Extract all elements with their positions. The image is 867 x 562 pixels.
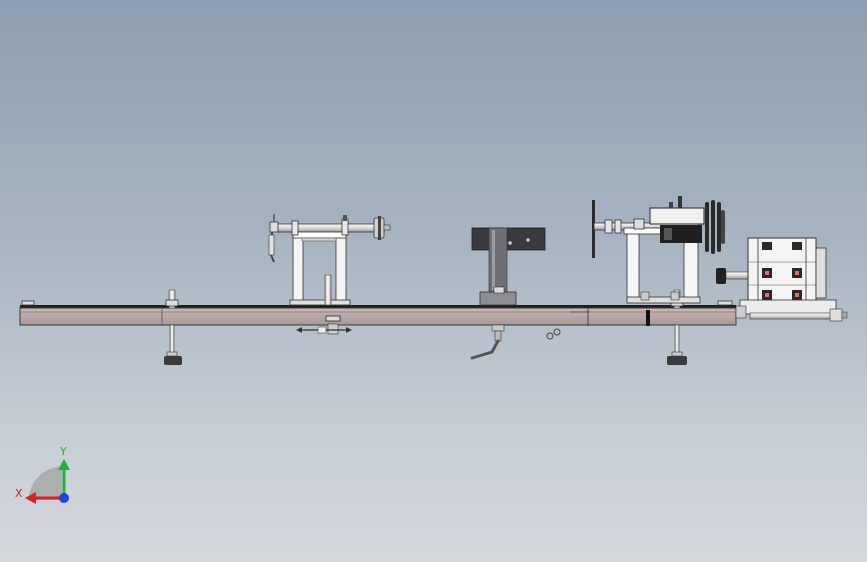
motor[interactable] xyxy=(716,237,848,322)
x-axis-label: X xyxy=(15,487,23,500)
view-triad[interactable]: Y X xyxy=(15,445,70,504)
headstock[interactable] xyxy=(592,196,725,304)
y-axis-head xyxy=(58,459,70,470)
leveling-foot-left[interactable] xyxy=(164,289,182,365)
z-axis-dot xyxy=(59,493,69,503)
tailstock-stand[interactable] xyxy=(268,214,391,306)
slide-clamp[interactable] xyxy=(296,315,352,335)
base-rail[interactable] xyxy=(19,300,737,326)
triad-plane xyxy=(28,466,62,500)
y-axis-label: Y xyxy=(59,445,67,458)
x-axis-head xyxy=(25,492,36,504)
tool-rest[interactable] xyxy=(470,227,561,360)
